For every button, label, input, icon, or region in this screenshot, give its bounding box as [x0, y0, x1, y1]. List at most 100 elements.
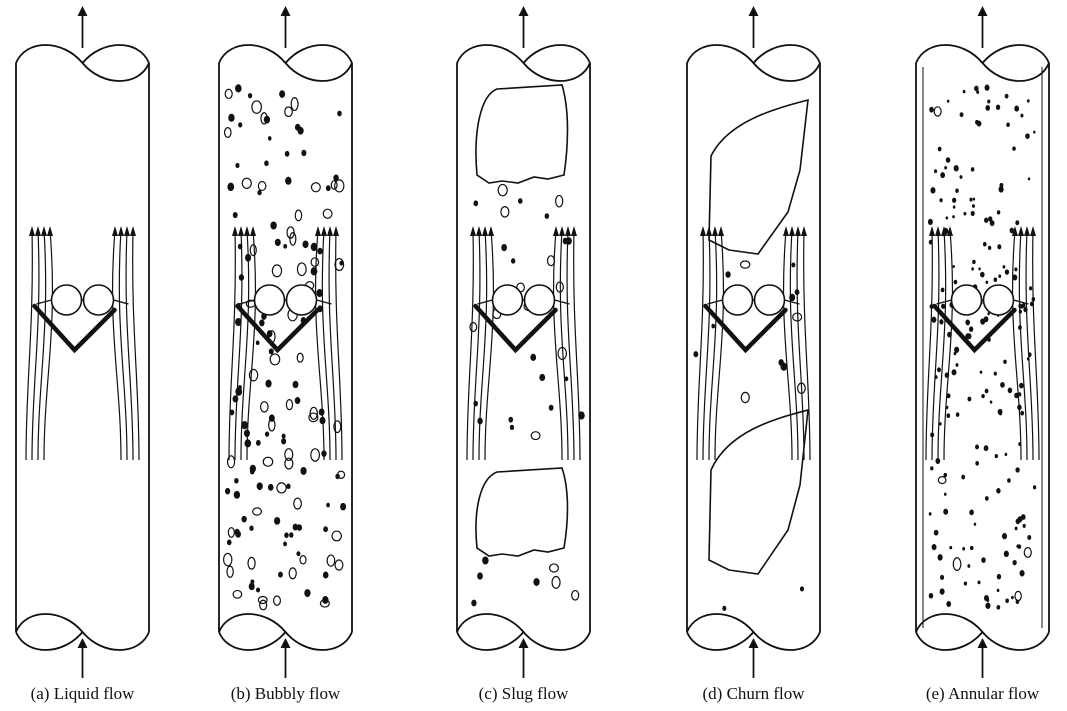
droplet — [711, 324, 715, 329]
droplet — [985, 105, 990, 111]
droplet — [985, 603, 990, 609]
droplet — [988, 246, 991, 250]
droplet — [256, 341, 260, 346]
glasses-lens-right-icon — [84, 285, 114, 315]
droplet — [335, 474, 339, 480]
streamline-arrow-icon — [565, 226, 571, 236]
streamline-arrow-icon — [327, 226, 333, 236]
bubble — [1024, 548, 1031, 558]
droplet — [956, 412, 960, 416]
streamline-arrow-icon — [244, 226, 250, 236]
droplet — [953, 265, 955, 268]
bubble — [285, 107, 293, 116]
streamline-arrow-icon — [789, 226, 795, 236]
bubble — [248, 557, 255, 569]
droplet — [985, 85, 990, 91]
inflow-arrow-icon — [978, 638, 988, 648]
streamline-arrow-icon — [315, 226, 321, 236]
tube-top-back-edge — [286, 45, 353, 63]
bubble — [242, 178, 251, 188]
bubble — [285, 458, 293, 469]
droplet — [999, 412, 1002, 416]
droplet — [545, 213, 550, 219]
droplet — [250, 465, 256, 473]
droplet — [1015, 527, 1018, 531]
bubble — [263, 457, 272, 466]
droplet — [939, 198, 942, 202]
bubble — [252, 101, 261, 113]
droplet — [1033, 131, 1035, 134]
droplet — [930, 466, 933, 470]
droplet — [283, 542, 287, 547]
droplet — [977, 121, 982, 127]
droplet — [300, 467, 306, 475]
droplet — [974, 523, 976, 526]
droplet — [228, 114, 234, 122]
droplet — [939, 319, 943, 324]
droplet — [264, 160, 269, 166]
droplet — [941, 288, 945, 293]
droplet — [234, 491, 240, 499]
droplet — [928, 219, 933, 225]
droplet — [1005, 269, 1009, 274]
droplet — [971, 211, 975, 216]
droplet — [1025, 133, 1030, 139]
droplet — [986, 281, 989, 284]
droplet — [952, 215, 955, 218]
droplet — [971, 167, 975, 172]
droplet — [932, 544, 937, 550]
streamline-arrow-icon — [41, 226, 47, 236]
droplet — [929, 512, 932, 516]
droplet — [249, 525, 253, 530]
caption-churn: (d) Churn flow — [703, 684, 805, 704]
droplet — [996, 605, 1000, 610]
droplet — [1008, 388, 1013, 394]
droplet — [984, 595, 989, 601]
droplet — [279, 90, 285, 98]
droplet — [234, 529, 239, 536]
caption-bubbly: (b) Bubbly flow — [231, 684, 341, 704]
droplet — [971, 267, 974, 270]
streamline-arrow-icon — [553, 226, 559, 236]
droplet — [974, 86, 979, 92]
droplet — [984, 316, 989, 322]
bubble — [297, 263, 306, 276]
droplet — [990, 401, 992, 404]
bubble — [531, 432, 540, 440]
tube-top-back-edge — [524, 45, 591, 63]
droplet — [265, 380, 271, 388]
droplet — [1017, 516, 1022, 522]
bubble — [227, 566, 233, 577]
droplet — [549, 405, 554, 411]
caption-annular: (e) Annular flow — [926, 684, 1039, 704]
streamline — [229, 230, 235, 460]
streamline-arrow-icon — [470, 226, 476, 236]
outflow-arrow-icon — [78, 6, 88, 16]
droplet — [967, 397, 971, 402]
outflow-arrow-icon — [519, 6, 529, 16]
droplet — [1006, 123, 1010, 127]
bubble — [260, 600, 267, 610]
droplet — [296, 551, 300, 556]
bubble — [552, 577, 560, 589]
streamline-arrow-icon — [238, 226, 244, 236]
panel-bubbly — [219, 6, 352, 678]
bubble — [934, 107, 941, 116]
streamline-arrow-icon — [47, 226, 53, 236]
bubble — [311, 183, 320, 192]
droplet — [943, 509, 948, 515]
streamline-arrow-icon — [929, 226, 935, 236]
streamline-arrow-icon — [333, 226, 339, 236]
droplet — [326, 503, 330, 508]
bubble — [556, 195, 563, 207]
droplet — [1033, 485, 1036, 489]
droplet — [949, 546, 952, 550]
droplet — [975, 444, 979, 449]
streamline — [926, 230, 932, 460]
bubble — [498, 184, 507, 195]
streamline-arrow-icon — [801, 226, 807, 236]
droplet — [961, 475, 965, 480]
droplet — [963, 90, 966, 93]
inflow-arrow-icon — [78, 638, 88, 648]
tube-bottom-front-edge — [916, 632, 983, 650]
